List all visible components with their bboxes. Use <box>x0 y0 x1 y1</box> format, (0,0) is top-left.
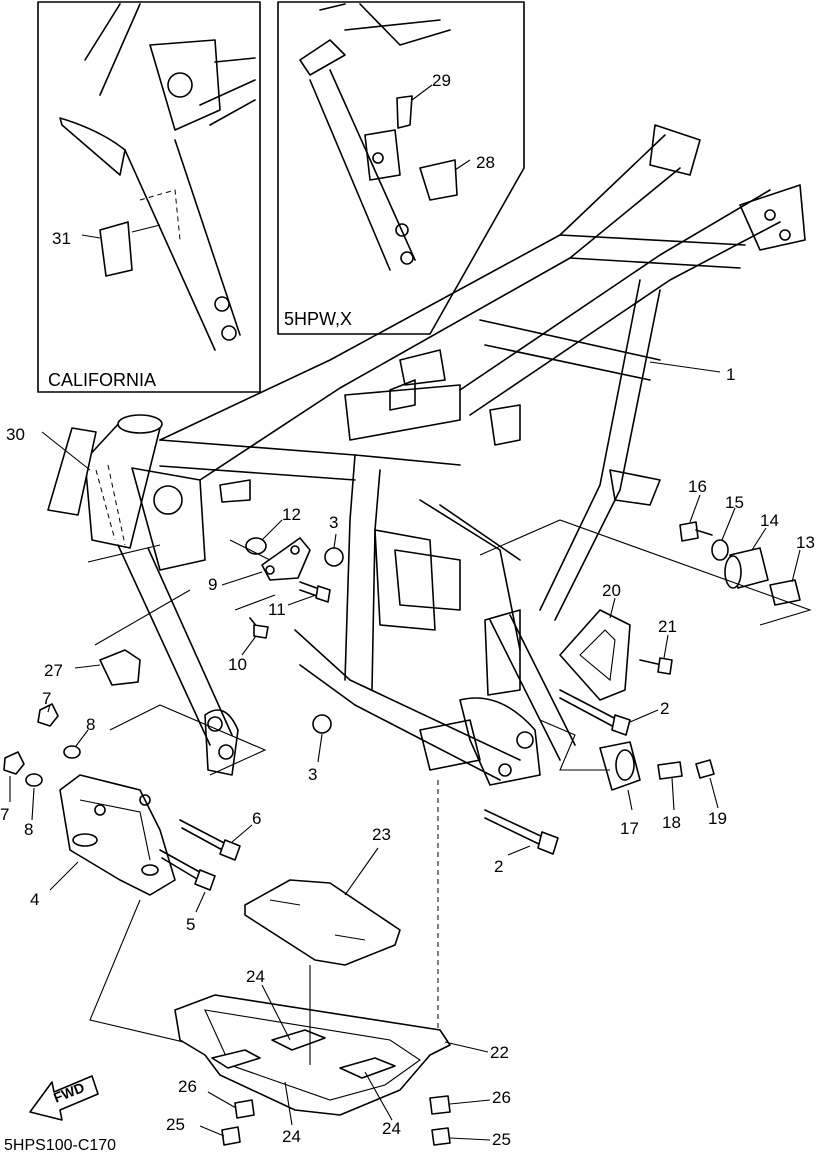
fwd-arrow: FWD <box>29 1075 99 1121</box>
callout-14: 14 <box>760 511 779 530</box>
right-side-parts <box>479 519 812 791</box>
callout-26a: 26 <box>178 1077 197 1096</box>
callout-26b: 26 <box>492 1088 511 1107</box>
inset-5hpw-title: 5HPW,X <box>284 309 352 329</box>
callout-6: 6 <box>252 809 261 828</box>
engine-guard-assembly <box>3 703 267 1061</box>
callout-25b: 25 <box>492 1130 511 1149</box>
callout-24c: 24 <box>382 1119 401 1138</box>
callout-4: 4 <box>30 890 39 909</box>
callout-22: 22 <box>490 1043 509 1062</box>
callout-20: 20 <box>602 581 621 600</box>
callout-29: 29 <box>432 71 451 90</box>
callout-25a: 25 <box>166 1115 185 1134</box>
callout-15: 15 <box>725 493 744 512</box>
callout-9: 9 <box>208 575 217 594</box>
callout-30: 30 <box>6 425 25 444</box>
inset-california: 31 CALIFORNIA <box>37 1 261 393</box>
nut-7b-shape <box>3 751 25 775</box>
callout-11: 11 <box>268 600 286 619</box>
callout-10: 10 <box>228 655 247 674</box>
callout-1: 1 <box>726 365 735 384</box>
callout-23: 23 <box>372 825 391 844</box>
callout-21: 21 <box>658 617 677 636</box>
callout-7b: 7 <box>0 805 9 824</box>
callout-19: 19 <box>708 809 727 828</box>
leader-lines <box>9 361 801 1141</box>
main-frame <box>84 124 806 786</box>
diagram-code: 5HPS100-C170 <box>4 1137 116 1154</box>
callout-3-lower: 3 <box>308 765 317 784</box>
callout-5: 5 <box>186 915 195 934</box>
callout-8a: 8 <box>86 715 95 734</box>
callout-17: 17 <box>620 819 639 838</box>
callout-12: 12 <box>282 505 301 524</box>
inset-5hpw: 29 28 5HPW,X <box>277 1 525 335</box>
callout-18: 18 <box>662 813 681 832</box>
left-side-parts <box>47 427 331 686</box>
center-parts <box>312 547 559 855</box>
inset-california-frame-sketch <box>59 3 256 351</box>
callout-13: 13 <box>796 533 815 552</box>
callout-28: 28 <box>476 153 495 172</box>
callout-24a: 24 <box>246 967 265 986</box>
callout-2-upper: 2 <box>660 699 669 718</box>
inset-california-title: CALIFORNIA <box>48 370 156 390</box>
callouts: 30 1 2 2 3 3 4 5 6 7 7 8 8 9 10 11 12 13… <box>0 365 815 1149</box>
callout-8b: 8 <box>24 820 33 839</box>
callout-2-lower: 2 <box>494 857 503 876</box>
callout-31: 31 <box>52 229 71 248</box>
callout-16: 16 <box>688 477 707 496</box>
inset-5hpw-frame-sketch <box>299 3 471 271</box>
callout-3-upper: 3 <box>329 513 338 532</box>
callout-27: 27 <box>44 661 63 680</box>
skid-plate-assembly <box>174 780 451 1146</box>
callout-24b: 24 <box>282 1127 301 1146</box>
callout-7a: 7 <box>42 689 51 708</box>
